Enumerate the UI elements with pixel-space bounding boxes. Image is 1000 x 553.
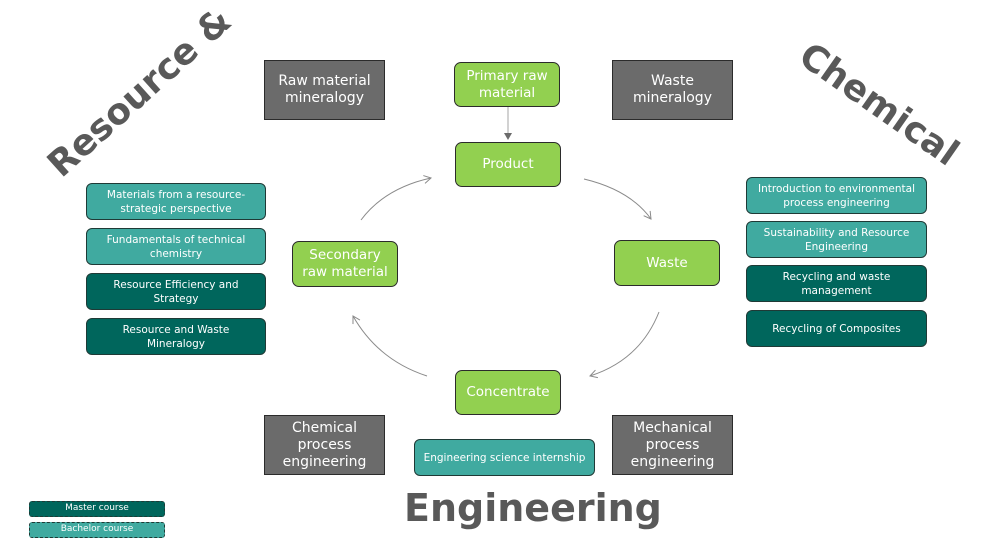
node-primary-raw-material: Primary raw material — [454, 62, 560, 107]
course-item: Fundamentals of technical chemistry — [86, 228, 266, 265]
discipline-waste-mineralogy: Waste mineralogy — [612, 60, 733, 120]
node-concentrate: Concentrate — [455, 370, 561, 415]
discipline-mechanical-process-engineering: Mechanical process engineering — [612, 415, 733, 475]
node-secondary-raw-material: Secondary raw material — [292, 241, 398, 287]
heading-engineering: Engineering — [404, 486, 662, 530]
course-item: Resource Efficiency and Strategy — [86, 273, 266, 310]
arrow-concentrate-to-secondary — [352, 315, 428, 377]
discipline-raw-material-mineralogy: Raw material mineralogy — [264, 60, 385, 120]
arrow-waste-to-concentrate — [589, 311, 660, 379]
discipline-chemical-process-engineering: Chemical process engineering — [264, 415, 385, 475]
legend-bachelor-course: Bachelor course — [29, 522, 165, 538]
course-item: Recycling of Composites — [746, 310, 927, 347]
course-item: Resource and Waste Mineralogy — [86, 318, 266, 355]
node-waste: Waste — [614, 240, 720, 286]
node-product: Product — [455, 142, 561, 187]
legend-master-course: Master course — [29, 501, 165, 517]
arrow-secondary-to-product — [360, 175, 432, 221]
arrow-product-to-waste — [583, 178, 652, 220]
course-engineering-science-internship: Engineering science internship — [414, 439, 595, 476]
course-item: Sustainability and Resource Engineering — [746, 221, 927, 258]
course-item: Recycling and waste management — [746, 265, 927, 302]
course-item: Introduction to environmental process en… — [746, 177, 927, 214]
course-item: Materials from a resource-strategic pers… — [86, 183, 266, 220]
